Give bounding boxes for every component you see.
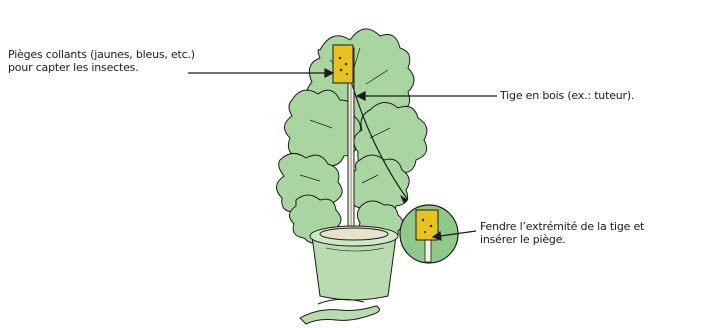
- label-sticky-traps: Pièges collants (jaunes, bleus, etc.) po…: [8, 48, 195, 74]
- label-insert-trap: Fendre l’extrémité de la tige et insérer…: [480, 220, 644, 246]
- yellow-sticky-trap: [333, 45, 353, 83]
- label-insert-trap-line2: insérer le piège.: [480, 233, 644, 246]
- label-sticky-traps-line2: pour capter les insectes.: [8, 61, 195, 74]
- pruning-shears: [300, 299, 380, 324]
- label-wooden-stake: Tige en bois (ex.: tuteur).: [500, 89, 634, 102]
- label-sticky-traps-line1: Pièges collants (jaunes, bleus, etc.): [8, 48, 195, 61]
- label-insert-trap-line1: Fendre l’extrémité de la tige et: [480, 220, 644, 233]
- inset-detail-circle: [400, 205, 458, 263]
- label-wooden-stake-line1: Tige en bois (ex.: tuteur).: [500, 89, 634, 102]
- plant-pot: [310, 226, 398, 300]
